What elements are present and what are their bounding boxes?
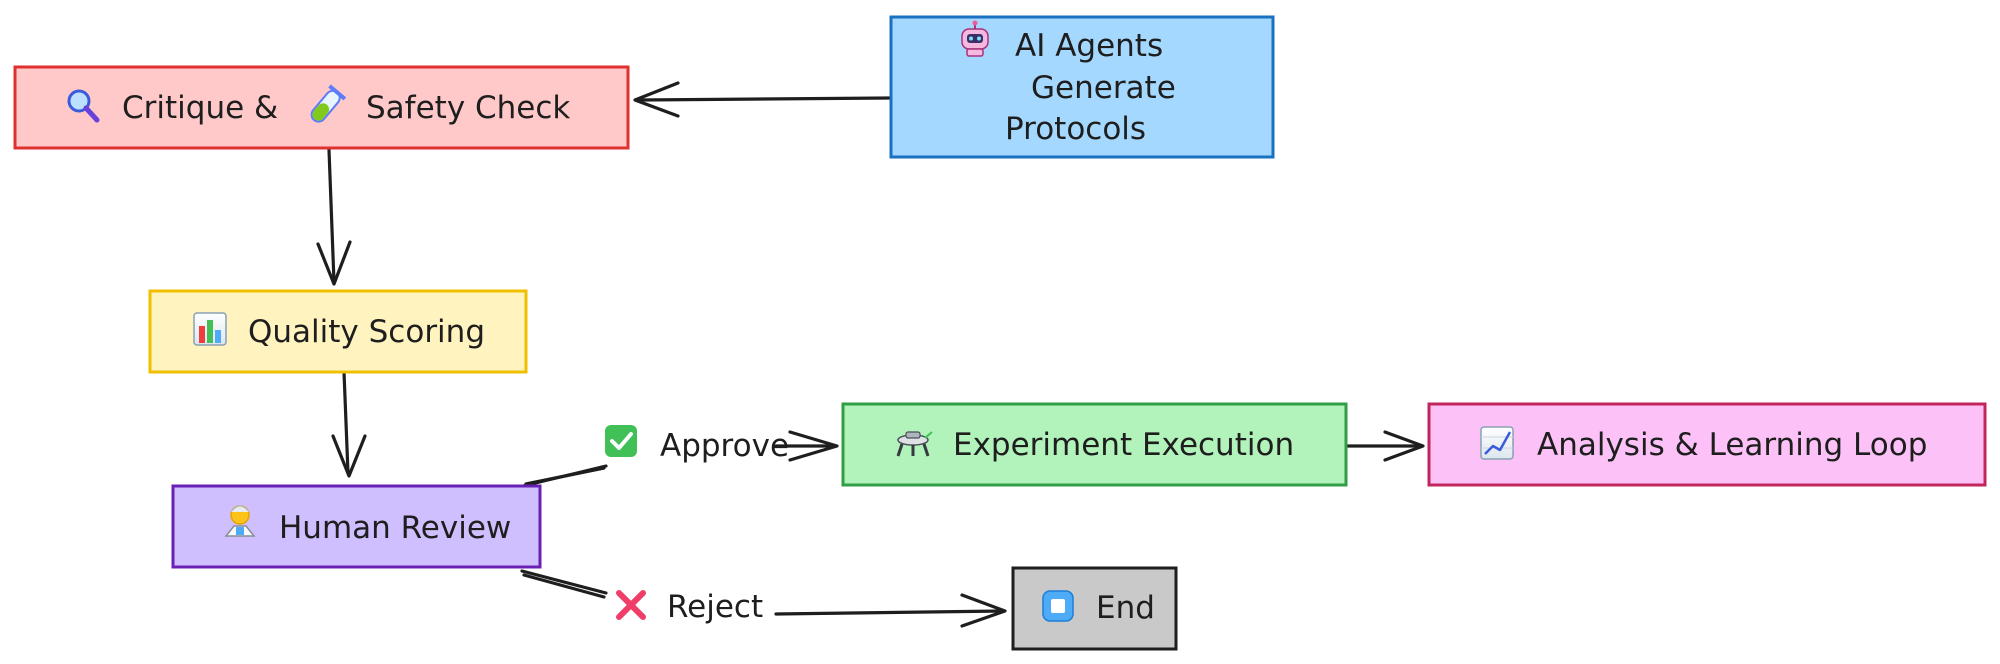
cross-mark-icon (616, 590, 646, 620)
test-tube-icon (310, 84, 347, 123)
magnifier-icon (67, 89, 100, 123)
node-human-review[interactable]: Human Review (171, 484, 542, 569)
reject-label: Reject (667, 589, 763, 625)
critique-label: Critique & (122, 90, 278, 126)
check-mark-icon (605, 425, 637, 457)
edge-critique-to-quality (316, 148, 352, 286)
approve-edge-label: Approve (605, 425, 789, 464)
ai-agents-line1: AI Agents (1015, 28, 1163, 64)
scientist-icon (224, 505, 256, 537)
ai-agents-line3: Protocols (1005, 111, 1146, 147)
node-ai-agents[interactable]: AI Agents Generate Protocols (889, 15, 1275, 159)
analysis-learning-label: Analysis & Learning Loop (1537, 427, 1927, 463)
microscope-icon (896, 431, 933, 457)
edge-review-approve (521, 430, 839, 488)
node-experiment-execution[interactable]: Experiment Execution (841, 402, 1348, 487)
human-review-label: Human Review (279, 510, 511, 546)
line-chart-icon (1480, 426, 1514, 460)
safety-check-label: Safety Check (366, 90, 570, 126)
end-label: End (1096, 590, 1155, 626)
quality-scoring-label: Quality Scoring (248, 314, 485, 350)
robot-icon (961, 20, 989, 57)
node-end[interactable]: End (1011, 566, 1178, 651)
edge-ai-to-critique (633, 81, 893, 118)
edge-quality-to-review (331, 370, 367, 478)
node-analysis-learning[interactable]: Analysis & Learning Loop (1427, 402, 1987, 487)
experiment-execution-label: Experiment Execution (953, 427, 1294, 463)
edge-review-reject (520, 569, 1007, 628)
edge-experiment-to-analysis (1346, 430, 1425, 462)
stop-icon (1042, 590, 1074, 622)
node-critique-safety[interactable]: Critique & Safety Check (13, 65, 630, 150)
bar-chart-icon (193, 312, 227, 346)
ai-agents-line2: Generate (1031, 70, 1176, 106)
reject-edge-label: Reject (616, 589, 763, 625)
approve-label: Approve (660, 428, 789, 464)
node-quality-scoring[interactable]: Quality Scoring (148, 289, 528, 374)
